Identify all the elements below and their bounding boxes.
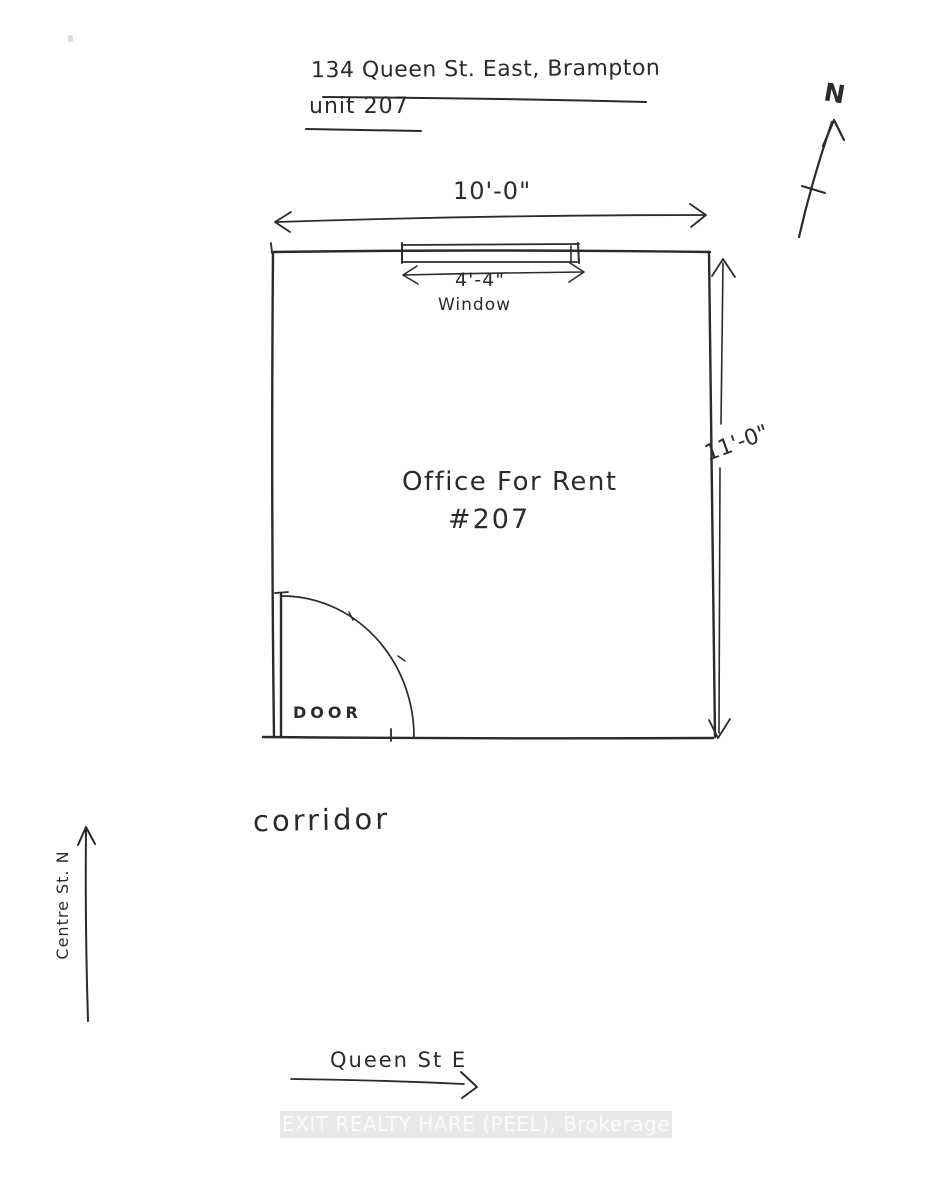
queen-st-label: Queen St E bbox=[330, 1048, 468, 1072]
north-arrow-icon bbox=[797, 118, 846, 239]
room-name-label: Office For Rent bbox=[402, 467, 618, 497]
door-symbol bbox=[274, 591, 415, 742]
scan-smudge bbox=[68, 35, 73, 42]
queen-st-arrow-icon bbox=[290, 1071, 478, 1099]
corridor-label: corridor bbox=[252, 801, 391, 839]
address-underlines bbox=[305, 96, 647, 132]
window-dimension-label: 4'-4" bbox=[455, 269, 505, 291]
door-label: DOOR bbox=[293, 703, 362, 722]
window-label: Window bbox=[438, 295, 512, 315]
room-number-label: #207 bbox=[448, 504, 531, 535]
window-symbol bbox=[401, 242, 580, 264]
address-line-2: unit 207 bbox=[309, 94, 409, 119]
address-line-1: 134 Queen St. East, Brampton bbox=[310, 55, 661, 84]
width-dimension-arrow bbox=[274, 203, 707, 233]
centre-st-arrow-icon bbox=[77, 826, 96, 1022]
centre-st-label: Centre St. N bbox=[53, 850, 73, 960]
window-dimension-arrow bbox=[402, 262, 585, 285]
width-dimension-label: 10'-0" bbox=[453, 177, 532, 205]
height-dimension-arrow bbox=[708, 258, 736, 739]
brokerage-watermark: EXIT REALTY HARE (PEEL), Brokerage bbox=[280, 1111, 672, 1138]
door-swing-arc bbox=[281, 595, 415, 738]
room-outline bbox=[261, 242, 717, 740]
